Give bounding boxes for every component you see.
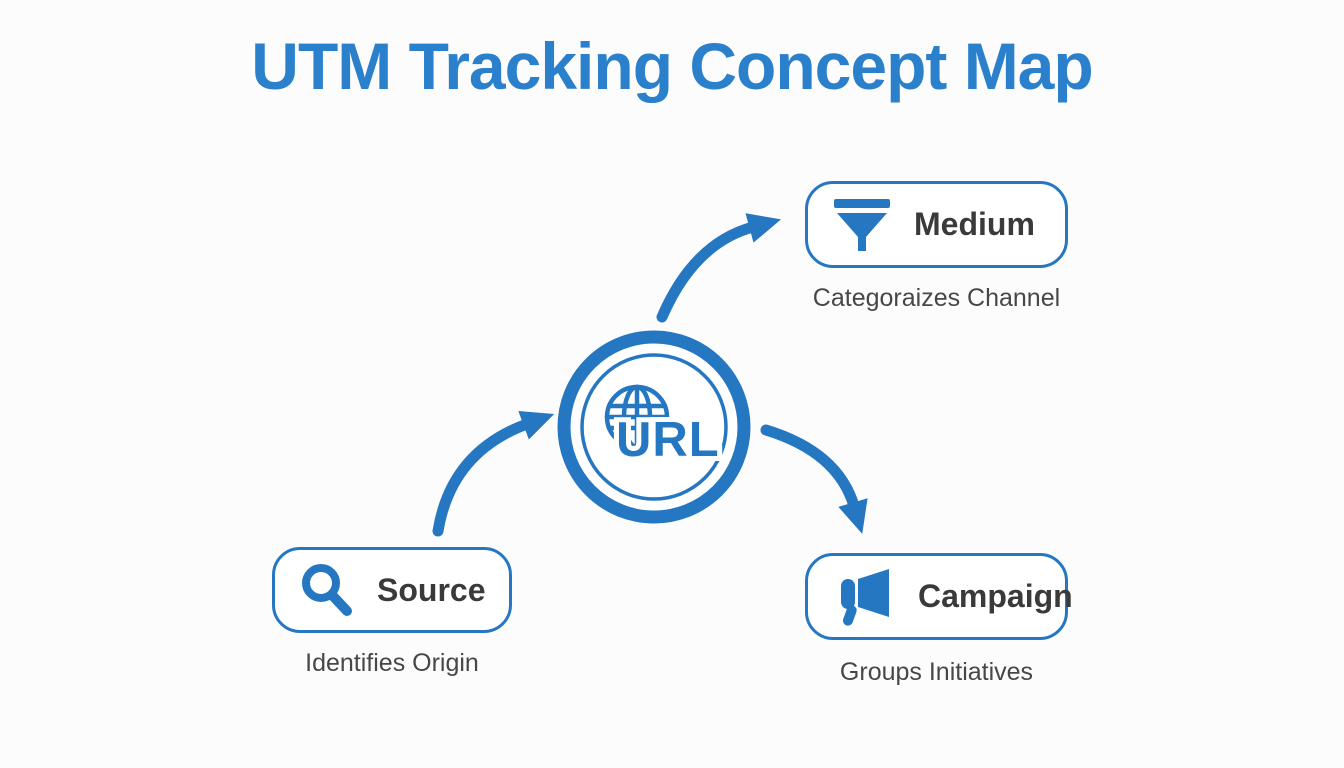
funnel-icon (832, 196, 892, 254)
page-title: UTM Tracking Concept Map (251, 29, 1093, 103)
node-campaign-label: Campaign (918, 578, 1073, 614)
megaphone-icon (832, 565, 896, 629)
arrow-url-to-campaign (760, 424, 868, 534)
arrow-url-to-medium (656, 213, 782, 323)
url-node-inner-ring (580, 353, 728, 501)
node-medium-label: Medium (914, 206, 1035, 242)
node-campaign-caption: Groups Initiatives (839, 658, 1034, 686)
node-medium-caption: Categoraizes Channel (812, 284, 1061, 312)
globe-icon (604, 384, 670, 450)
node-source: Source (272, 547, 512, 633)
node-source-caption: Identifies Origin (305, 649, 479, 677)
node-medium: Medium (805, 181, 1068, 268)
url-label: URL (616, 413, 720, 467)
magnifier-icon (299, 562, 355, 618)
url-node-outer-ring (557, 330, 751, 524)
node-campaign: Campaign (805, 553, 1073, 640)
node-source-label: Source (377, 571, 486, 608)
url-node: URL (557, 330, 751, 524)
arrow-source-to-url (432, 410, 555, 537)
